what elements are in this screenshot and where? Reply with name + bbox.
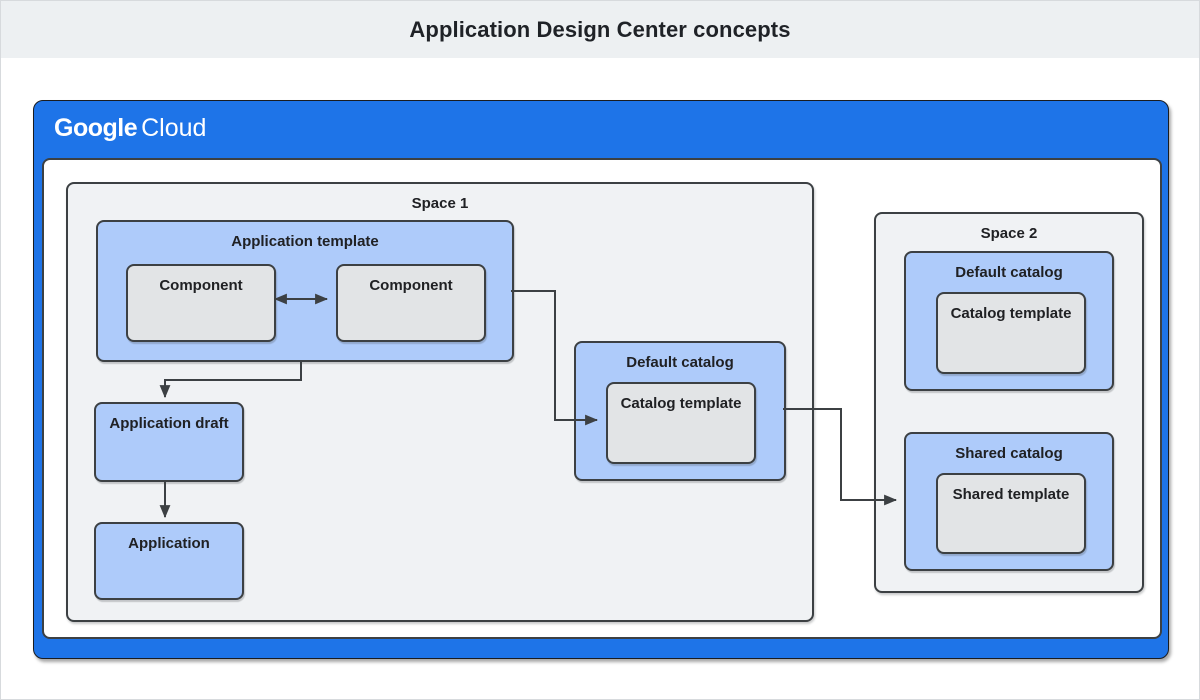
application-box: Application: [94, 522, 244, 600]
google-logo-text: Google: [54, 114, 138, 142]
space2-catalog-template-label: Catalog template: [950, 305, 1072, 322]
space2-catalog-template-box: Catalog template: [936, 292, 1086, 374]
application-template-label: Application template: [231, 233, 379, 250]
space-1-box: Space 1 Application template Component C…: [66, 182, 814, 622]
component-box-2: Component: [336, 264, 486, 342]
project-area: Space 1 Application template Component C…: [42, 158, 1162, 639]
shared-catalog-box: Shared catalog Shared template: [904, 432, 1114, 571]
application-draft-box: Application draft: [94, 402, 244, 482]
space2-default-catalog-box: Default catalog Catalog template: [904, 251, 1114, 391]
component-2-label: Component: [369, 277, 453, 294]
application-template-box: Application template Component Component: [96, 220, 514, 362]
space2-default-catalog-label: Default catalog: [955, 264, 1063, 281]
cloud-logo-text: Cloud: [141, 114, 207, 142]
component-box-1: Component: [126, 264, 276, 342]
space1-catalog-template-label: Catalog template: [620, 395, 742, 412]
shared-template-box: Shared template: [936, 473, 1086, 554]
title-band: Application Design Center concepts: [1, 1, 1199, 58]
application-draft-label: Application draft: [109, 415, 229, 432]
space-1-label: Space 1: [411, 195, 469, 212]
space-2-label: Space 2: [980, 225, 1038, 242]
space1-default-catalog-label: Default catalog: [626, 354, 734, 371]
space-2-box: Space 2 Default catalog Catalog template…: [874, 212, 1144, 593]
space1-catalog-template-box: Catalog template: [606, 382, 756, 464]
shared-catalog-label: Shared catalog: [955, 445, 1063, 462]
space1-default-catalog-box: Default catalog Catalog template: [574, 341, 786, 481]
page-title: Application Design Center concepts: [409, 16, 791, 42]
component-1-label: Component: [159, 277, 243, 294]
shared-template-label: Shared template: [952, 486, 1070, 503]
application-label: Application: [128, 535, 210, 552]
